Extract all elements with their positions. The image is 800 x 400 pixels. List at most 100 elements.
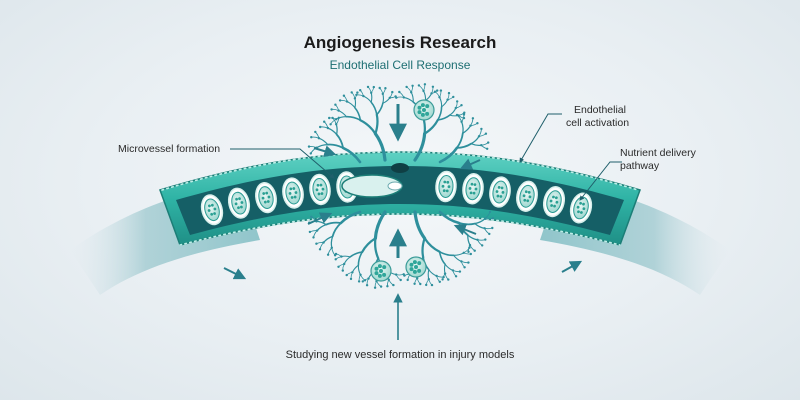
sprout-segment	[423, 118, 439, 135]
label-endothelial-line2: cell activation	[566, 117, 630, 129]
sprout-segment	[413, 132, 427, 162]
sprout-segment	[444, 263, 454, 271]
sprout-segment	[349, 251, 363, 258]
caption-text: Studying new vessel formation in injury …	[285, 349, 515, 361]
droplet-particle	[382, 272, 387, 277]
endothelial-cell-icon	[462, 173, 484, 205]
sprout-segment	[338, 110, 347, 118]
sprout-segment	[343, 256, 351, 265]
sprout-segment	[455, 142, 473, 149]
endothelial-cell-icon	[489, 176, 511, 208]
endothelial-cell-icon	[435, 170, 457, 203]
sprout-segment	[455, 132, 464, 149]
label-microvessel-formation: Microvessel formation	[118, 143, 221, 155]
sprout-segment	[462, 125, 472, 134]
sprout-segment	[376, 102, 384, 116]
sprout-segment	[345, 115, 362, 121]
sprout-segment	[467, 234, 479, 241]
sprout-segment	[331, 247, 336, 256]
sprout-segment	[449, 107, 457, 116]
sprout-segment	[357, 251, 363, 266]
sprout-segment	[362, 95, 372, 103]
sprout-segment	[438, 146, 459, 164]
droplet-particle	[377, 264, 382, 269]
sprout-segment	[474, 217, 486, 225]
sprout-segment	[458, 222, 476, 226]
droplet-particle	[412, 260, 417, 265]
page-subtitle: Endothelial Cell Response	[329, 58, 471, 72]
sprout-segment	[422, 90, 427, 102]
endothelial-cell-icon	[227, 187, 251, 219]
sprout-segment	[428, 269, 438, 277]
sprout-segment	[370, 92, 373, 103]
sprout-segment	[438, 251, 446, 266]
sprout-segment	[361, 237, 377, 254]
droplet-particle	[417, 105, 422, 110]
droplet-particle	[420, 103, 425, 108]
endothelial-cell-icon	[200, 194, 224, 226]
sprout-segment	[441, 99, 449, 108]
sprout-segment	[460, 121, 464, 134]
droplet-particle	[379, 269, 383, 273]
sprout-segment	[374, 237, 380, 260]
callout-leaders	[230, 113, 622, 201]
sprout-segment	[316, 143, 329, 149]
sprout-segment	[370, 101, 378, 116]
droplet-particle	[425, 111, 430, 116]
label-endothelial-activation: Endothelial cell activation	[566, 104, 629, 130]
sprout-segment	[427, 269, 430, 280]
endothelial-cell-icon	[309, 173, 331, 206]
endothelial-cell-icon	[516, 180, 538, 212]
sprout-segment	[340, 255, 351, 258]
sprout-segment	[470, 135, 480, 145]
sprout-segment	[474, 222, 486, 229]
droplet-particle	[382, 265, 387, 270]
sprout-segment	[351, 264, 359, 273]
sprout-segment	[438, 210, 461, 225]
sprout-segment	[335, 133, 345, 149]
sprout-segment	[330, 235, 334, 249]
growth-signal-arrow-icon	[223, 104, 583, 340]
endothelial-cell-icon	[569, 192, 593, 224]
sprout-segment	[335, 123, 338, 136]
sprout-segment	[346, 101, 356, 109]
label-nutrient-line2: pathway	[620, 160, 660, 172]
sprout-segment	[331, 222, 342, 238]
label-nutrient-line1: Nutrient delivery	[620, 147, 696, 159]
endothelial-cell-icon	[255, 181, 277, 214]
endothelial-cell-icon	[282, 177, 304, 209]
droplet-particle	[420, 112, 425, 117]
endothelial-cells	[200, 170, 593, 226]
sprout-segment	[423, 237, 441, 253]
sprout-segment	[357, 264, 362, 276]
page-title: Angiogenesis Research	[303, 33, 497, 52]
sprout-segment	[373, 132, 387, 162]
sprout-segment	[373, 210, 387, 240]
label-nutrient-delivery: Nutrient delivery pathway	[620, 147, 696, 173]
sprout-segment	[403, 96, 414, 103]
sprout-segment	[325, 221, 342, 226]
sprout-segment	[374, 113, 379, 135]
label-endothelial-line1: Endothelial	[574, 104, 626, 116]
sprout-segment	[413, 210, 427, 240]
droplet-particle	[374, 271, 379, 276]
sprout-segment	[421, 237, 426, 259]
sprout-segment	[318, 137, 329, 146]
sprout-segment	[453, 252, 465, 256]
droplet-particle	[414, 265, 418, 269]
sprout-segment	[438, 96, 443, 108]
sprout-segment	[443, 263, 446, 275]
sprout-segment	[341, 146, 362, 164]
sprout-segment	[437, 106, 443, 121]
droplet-particle	[412, 269, 417, 274]
sprout-segment	[470, 143, 482, 147]
sprout-segment	[315, 220, 327, 226]
droplet-particle	[409, 262, 414, 267]
sprout-segment	[326, 143, 345, 149]
droplet-particle	[417, 261, 422, 266]
droplet-particle	[417, 268, 422, 273]
sprout-segment	[316, 223, 327, 232]
sprout-segment	[327, 127, 338, 136]
sprout-segment	[382, 93, 384, 104]
